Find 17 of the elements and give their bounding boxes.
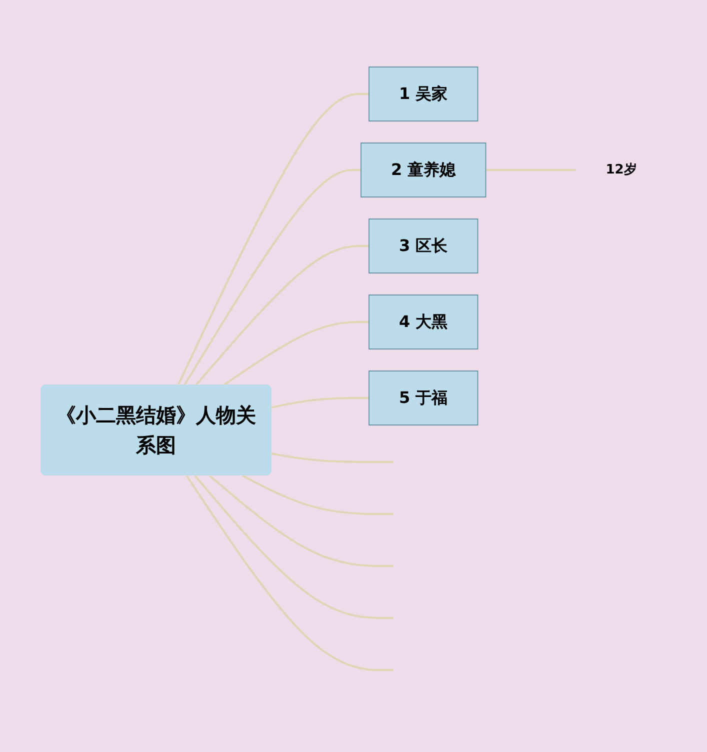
connector [194, 474, 393, 619]
connector [222, 321, 369, 386]
connector [241, 474, 393, 515]
node-box: 1 吴家 [368, 66, 478, 122]
node-box: 5 于福 [368, 370, 478, 426]
connector [485, 169, 576, 171]
connector [176, 93, 369, 386]
node-text: 12岁 [605, 162, 636, 178]
node-box: 4 大黑 [368, 294, 478, 350]
connector [185, 474, 393, 671]
node-box: 3 区长 [368, 218, 478, 274]
connector [270, 397, 369, 408]
connector [194, 245, 369, 386]
connector [208, 474, 393, 567]
node-box: 2 童养媳 [360, 142, 486, 198]
connector [270, 452, 393, 463]
connector [182, 169, 361, 386]
